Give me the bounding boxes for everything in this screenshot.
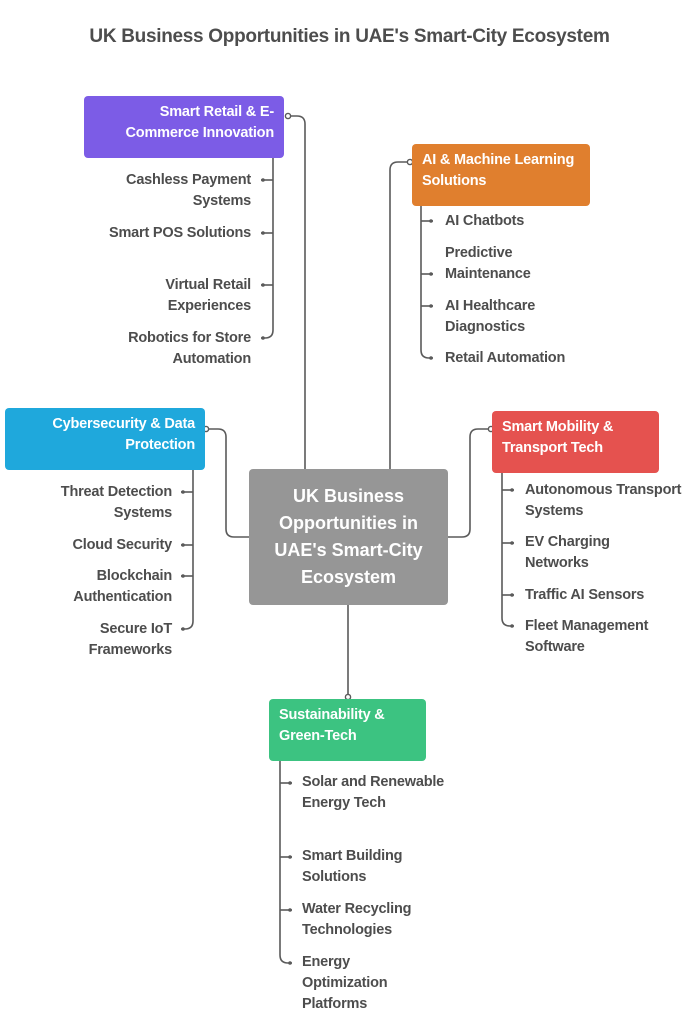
connector-retail-items	[261, 158, 274, 339]
branch-label: Smart Retail & E-Commerce Innovation	[125, 104, 275, 141]
leaf-item: Cashless Payment Systems	[126, 172, 251, 209]
leaf-item: AI Healthcare Diagnostics	[445, 298, 536, 335]
connector-dot-retail	[284, 112, 292, 120]
branch-label: Smart Mobility & Transport Tech	[502, 419, 614, 456]
connector-center-mobility	[448, 428, 491, 538]
leaf-item: Virtual Retail Experiences	[165, 277, 251, 314]
leaf-item: Energy Optimization Platforms	[302, 954, 388, 1012]
central-topic-node: UK Business Opportunities in UAE's Smart…	[249, 469, 448, 605]
connector-cyber-items	[181, 469, 194, 630]
branch-node-retail: Smart Retail & E-Commerce Innovation	[84, 96, 284, 158]
branch-label: Sustainability & Green-Tech	[279, 707, 385, 744]
leaf-item: EV Charging Networks	[525, 534, 610, 571]
connector-center-retail	[287, 115, 306, 469]
connector-ai-items	[420, 205, 433, 359]
leaf-item: Smart Building Solutions	[302, 848, 403, 885]
branch-node-sustainability: Sustainability & Green-Tech	[269, 699, 426, 761]
leaf-item: Smart POS Solutions	[108, 225, 251, 241]
branch-label: Cybersecurity & Data Protection	[52, 416, 195, 453]
leaf-item: Robotics for Store Automation	[128, 330, 251, 367]
leaf-item: Solar and Renewable Energy Tech	[302, 774, 445, 811]
leaf-item: Cloud Security	[72, 537, 172, 553]
leaf-item: Autonomous Transport Systems	[525, 482, 682, 519]
leaf-item: Traffic AI Sensors	[525, 587, 645, 603]
connector-mobility-items	[501, 473, 514, 627]
central-topic-label: UK Business Opportunities in UAE's Smart…	[274, 486, 423, 587]
branch-node-cybersecurity: Cybersecurity & Data Protection	[5, 408, 205, 470]
leaf-item: Threat Detection Systems	[60, 484, 172, 521]
leaf-item: AI Chatbots	[445, 213, 525, 229]
leaf-item: Predictive Maintenance	[445, 245, 531, 282]
leaf-item: Blockchain Authentication	[73, 568, 172, 605]
branch-node-ai: AI & Machine Learning Solutions	[412, 144, 590, 206]
leaf-item: Water Recycling Technologies	[302, 901, 412, 938]
diagram-title: UK Business Opportunities in UAE's Smart…	[89, 26, 610, 47]
connector-center-ai	[389, 161, 410, 469]
connector-green-items	[279, 760, 292, 964]
branch-node-mobility: Smart Mobility & Transport Tech	[492, 411, 659, 473]
leaf-item: Retail Automation	[445, 350, 566, 366]
connector-center-cyber	[206, 428, 249, 538]
branch-label: AI & Machine Learning Solutions	[422, 152, 575, 189]
leaf-item: Secure IoT Frameworks	[88, 621, 173, 658]
leaf-item: Fleet Management Software	[525, 618, 649, 655]
